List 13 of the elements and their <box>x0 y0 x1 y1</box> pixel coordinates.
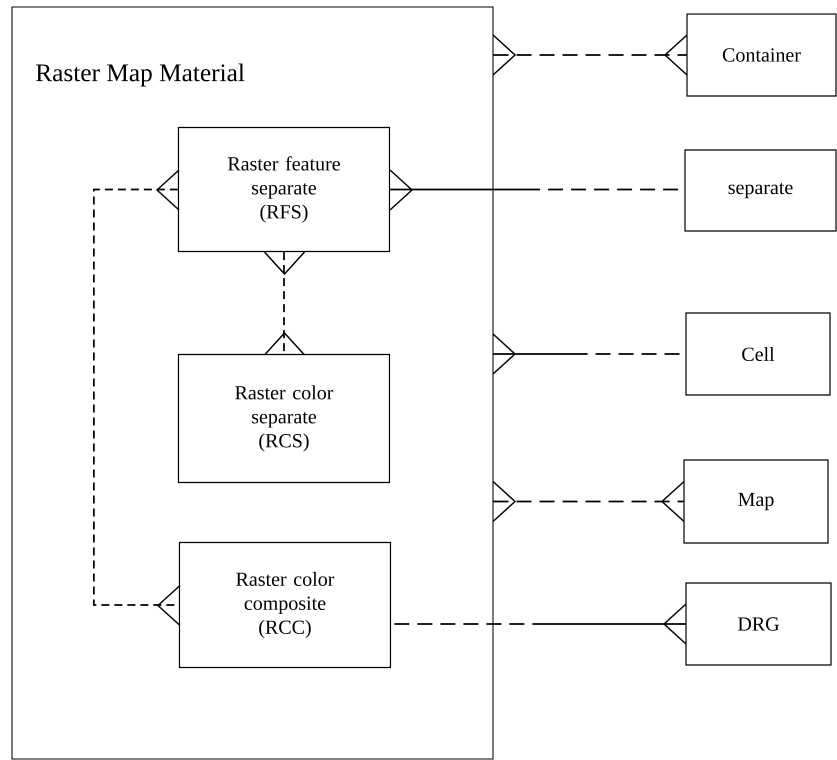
entity-box: separate <box>684 149 837 232</box>
entity-box: Raster color composite (RCC) <box>178 542 392 668</box>
relationship-line <box>93 169 180 626</box>
relationship-line <box>492 34 688 76</box>
entity-box: Raster feature separate (RFS) <box>178 126 390 252</box>
entity-box: Raster color separate (RCS) <box>178 354 390 484</box>
entity-box: DRG <box>685 582 832 666</box>
relationship-line <box>264 252 306 356</box>
entity-box: Container <box>686 13 837 97</box>
container-heading: Raster Map Material <box>36 64 244 86</box>
entity-box: Map <box>683 459 829 544</box>
relationship-line <box>492 480 684 522</box>
entity-box: Cell <box>685 312 831 396</box>
